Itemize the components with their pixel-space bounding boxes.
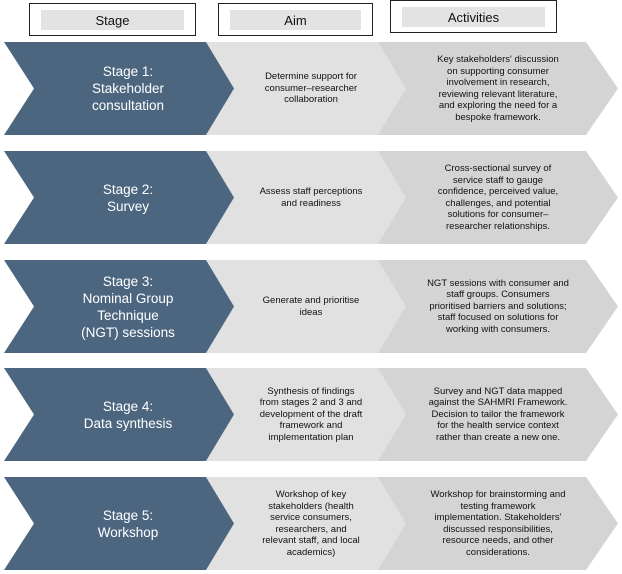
aim-4-label: Synthesis of findings from stages 2 and … — [259, 385, 363, 443]
activities-2-chevron — [378, 151, 618, 244]
activities-5-label: Workshop for brainstorming and testing f… — [430, 489, 566, 558]
stage-4-label: Stage 4: Data synthesis — [83, 398, 173, 431]
aim-5-label: Workshop of key stakeholders (health ser… — [262, 489, 360, 558]
aim-3-chevron — [206, 260, 412, 353]
aim-1-label: Determine support for consumer–researche… — [264, 71, 358, 106]
activities-5-chevron — [378, 477, 618, 570]
aim-4-chevron — [206, 368, 412, 461]
activities-1-label: Key stakeholders' discussion on supporti… — [437, 54, 559, 123]
activities-3-label: NGT sessions with consumer and staff gro… — [427, 277, 569, 335]
activities-column-header: Activities — [390, 0, 557, 33]
aim-3-label: Generate and prioritise ideas — [262, 295, 360, 318]
activities-4-label: Survey and NGT data mapped against the S… — [428, 385, 568, 443]
stage-column-header: Stage — [29, 3, 196, 36]
stage-5-chevron — [4, 477, 246, 570]
activities-1-chevron — [378, 42, 618, 135]
activities-2-label: Cross-sectional survey of service staff … — [437, 163, 559, 232]
aim-header-label: Aim — [230, 10, 361, 30]
stage-2-label: Stage 2: Survey — [102, 181, 154, 214]
aim-2-chevron — [206, 151, 412, 244]
stage-1-label: Stage 1: Stakeholder consultation — [91, 64, 165, 113]
activities-header-label: Activities — [402, 7, 545, 27]
stage-1-chevron — [4, 42, 246, 135]
stage-2-chevron — [4, 151, 246, 244]
aim-column-header: Aim — [218, 3, 373, 36]
activities-4-chevron — [378, 368, 618, 461]
stage-header-label: Stage — [41, 10, 184, 30]
stage-3-label: Stage 3: Nominal Group Technique (NGT) s… — [81, 273, 175, 340]
aim-1-chevron — [206, 42, 412, 135]
aim-5-chevron — [206, 477, 412, 570]
stage-3-chevron — [4, 260, 246, 353]
activities-3-chevron — [378, 260, 618, 353]
stage-4-chevron — [4, 368, 246, 461]
aim-2-label: Assess staff perceptions and readiness — [259, 186, 363, 209]
stage-5-label: Stage 5: Workshop — [97, 507, 159, 540]
